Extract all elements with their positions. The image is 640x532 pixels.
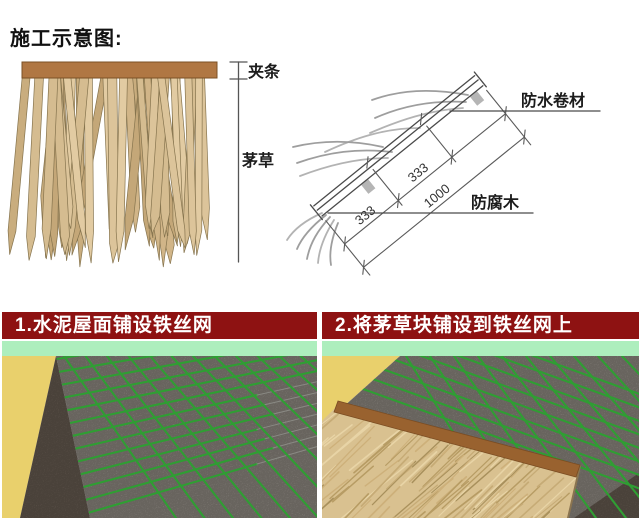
step-1-panel: 1.水泥屋面铺设铁丝网 bbox=[2, 312, 317, 518]
dim-333-b: 333 bbox=[405, 160, 431, 185]
preserved-wood-label: 防腐木 bbox=[471, 193, 520, 212]
thatch-edge-shadow bbox=[567, 465, 581, 518]
grass-strip bbox=[2, 341, 317, 356]
dimension-lines bbox=[325, 89, 532, 276]
waterproof-label: 防水卷材 bbox=[521, 91, 585, 110]
roof-thatch-strands bbox=[286, 89, 469, 266]
step-2-image bbox=[322, 341, 639, 518]
step-2-panel: 2.将茅草块铺设到铁丝网上 bbox=[322, 312, 639, 518]
thatch-label: 茅草 bbox=[242, 152, 274, 170]
roof-board-group: 333 333 1000 bbox=[309, 71, 532, 276]
clamp-bar bbox=[21, 61, 218, 79]
page-title: 施工示意图: bbox=[10, 28, 123, 50]
dim-1000: 1000 bbox=[421, 181, 453, 211]
wire-mesh bbox=[360, 356, 639, 518]
thatch-bundle-diagram: 夹条 茅草 bbox=[7, 61, 281, 268]
roof-section-diagram: 333 333 1000 防水卷材 防腐木 bbox=[286, 71, 601, 276]
step-2-header: 2.将茅草块铺设到铁丝网上 bbox=[322, 312, 639, 339]
left-dimension-line bbox=[229, 61, 248, 263]
thatch-strands bbox=[7, 74, 210, 268]
roof-board bbox=[309, 71, 487, 221]
leader-lines bbox=[327, 110, 601, 214]
wire-mesh bbox=[56, 356, 317, 518]
dim-333-a: 333 bbox=[352, 203, 378, 228]
clamp-label: 夹条 bbox=[248, 62, 281, 81]
fastener-block bbox=[469, 90, 485, 106]
schematic-diagrams: 夹条 茅草 bbox=[7, 61, 601, 276]
grass-strip bbox=[322, 341, 639, 356]
step-1-header: 1.水泥屋面铺设铁丝网 bbox=[2, 312, 317, 339]
step-1-image bbox=[2, 341, 317, 518]
fastener-block bbox=[360, 178, 376, 194]
clamp-batten bbox=[333, 400, 581, 478]
sand-ground bbox=[2, 356, 56, 518]
